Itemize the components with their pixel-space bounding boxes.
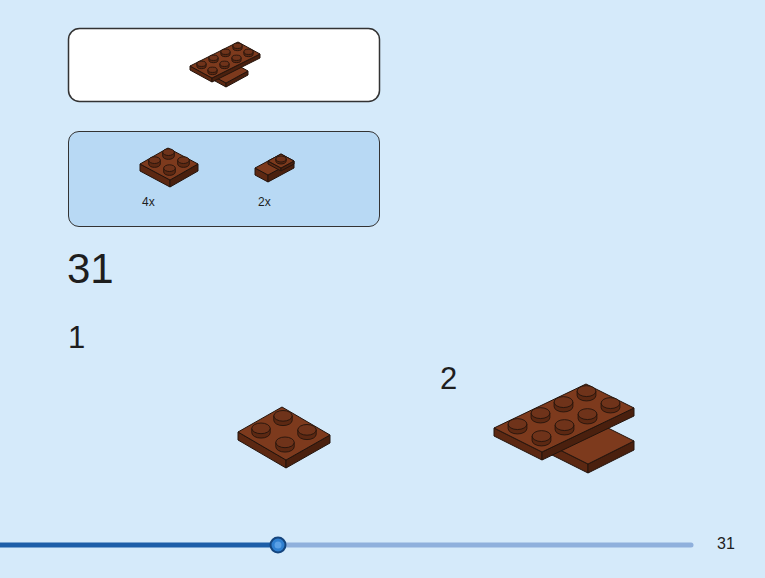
brick-stud <box>555 420 574 431</box>
brick-stud <box>197 61 206 66</box>
part-count: 2x <box>258 196 271 208</box>
brick-stud <box>233 43 242 48</box>
brick-stud <box>232 55 241 60</box>
brick-stud <box>149 157 161 164</box>
brick-stud <box>220 61 229 66</box>
brick-plate <box>190 42 260 82</box>
brick-stud <box>601 398 620 409</box>
brick-shape <box>140 148 198 180</box>
brick-stud <box>577 386 596 397</box>
progress-knob <box>271 538 286 553</box>
brick-stud <box>508 419 527 430</box>
brick-plate <box>268 154 294 171</box>
brick-stud <box>221 49 230 54</box>
brick-shape <box>190 42 260 78</box>
brick-stud <box>274 411 292 422</box>
page-number: 31 <box>717 536 735 552</box>
brick-stud <box>208 67 217 72</box>
brick-stud <box>209 55 218 60</box>
brick-stud <box>554 397 573 408</box>
brick-plate <box>238 407 330 468</box>
brick-stud <box>244 49 253 54</box>
brick-stud <box>276 156 286 162</box>
progress-rest <box>278 543 691 548</box>
brick-plate <box>140 148 198 187</box>
progress-knob-inner <box>275 542 282 549</box>
parts-list-box: 4x 2x <box>68 131 380 227</box>
brick-stud <box>276 437 294 448</box>
brick-shape <box>255 154 294 175</box>
brick-stud <box>531 408 550 419</box>
brick-plate <box>494 384 634 460</box>
brick-stud <box>178 157 190 164</box>
parts-illustration <box>69 132 381 228</box>
brick-plate <box>255 154 294 182</box>
brick-stud <box>578 409 597 420</box>
brick-shape <box>238 407 330 460</box>
brick-shape <box>494 384 634 452</box>
brick-stud <box>163 149 175 156</box>
step-number: 31 <box>67 248 114 290</box>
brick-stud <box>298 425 316 436</box>
part-count: 4x <box>142 196 155 208</box>
brick-stud <box>164 165 176 172</box>
submodel-box <box>69 29 380 102</box>
progress-done <box>0 543 278 548</box>
substep-number: 1 <box>68 322 85 353</box>
brick-stud <box>532 431 551 442</box>
brick-stud <box>252 423 270 434</box>
substep-number: 2 <box>440 363 457 394</box>
brick-shape <box>268 154 294 168</box>
